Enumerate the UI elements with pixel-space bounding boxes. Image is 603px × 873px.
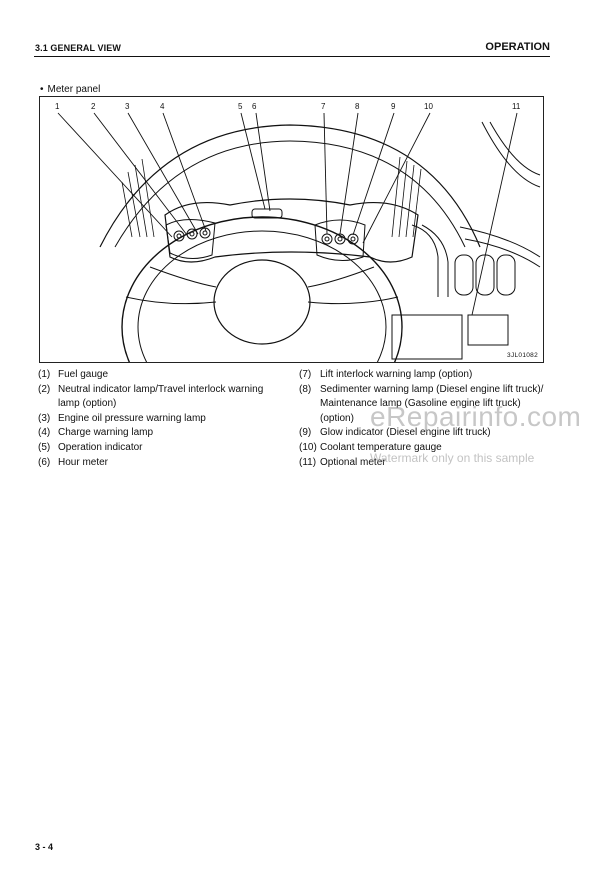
section-label: •Meter panel	[40, 84, 100, 95]
caption-item: (8) Sedimenter warning lamp (Diesel engi…	[299, 383, 559, 427]
caption-text: Glow indicator (Diesel engine lift truck…	[320, 427, 491, 439]
section-title: Meter panel	[47, 84, 101, 95]
caption-text: Charge warning lamp	[58, 427, 154, 439]
figure-code: 3JL01082	[507, 352, 538, 359]
page-number: 3 - 4	[35, 842, 54, 852]
captions-right: (7) Lift interlock warning lamp (option)…	[299, 368, 559, 470]
caption-number: (5)	[38, 441, 51, 453]
callout-5: 5	[238, 102, 243, 111]
callout-2: 2	[91, 102, 96, 111]
captions-left: (1) Fuel gauge (2) Neutral indicator lam…	[38, 368, 288, 470]
section-heading: 3.1 GENERAL VIEW	[35, 43, 121, 53]
callout-6: 6	[252, 102, 257, 111]
leader-lines	[57, 112, 518, 316]
caption-text: Neutral indicator lamp/Travel interlock …	[58, 383, 264, 410]
watermark: eRepairinfo.com	[370, 401, 582, 432]
caption-item: (10) Coolant temperature gauge	[299, 441, 559, 456]
caption-item: (2) Neutral indicator lamp/Travel interl…	[38, 383, 288, 412]
caption-number: (9)	[299, 427, 312, 439]
steering-wheel	[121, 216, 403, 362]
meter-panel-figure: 1 2 3 4 5 6 7 8 9 10 11 3JL01082	[39, 96, 544, 363]
caption-number: (8)	[299, 383, 312, 395]
caption-item: (9) Glow indicator (Diesel engine lift t…	[299, 426, 559, 441]
callout-8: 8	[355, 102, 360, 111]
chapter-heading: OPERATION	[485, 41, 550, 53]
caption-number: (6)	[38, 456, 51, 468]
left-cowl-hatch	[121, 158, 155, 238]
caption-text: Optional meter	[320, 456, 386, 468]
caption-item: (6) Hour meter	[38, 456, 288, 471]
caption-text: Fuel gauge	[58, 369, 109, 380]
caption-text: Coolant temperature gauge	[320, 441, 442, 453]
bullet-icon: •	[40, 84, 44, 95]
caption-item: (1) Fuel gauge	[38, 368, 288, 383]
caption-text: Operation indicator	[58, 441, 143, 453]
caption-number: (1)	[38, 369, 51, 380]
caption-number: (4)	[38, 427, 51, 439]
caption-text: Lift interlock warning lamp (option)	[320, 369, 473, 380]
caption-item: (4) Charge warning lamp	[38, 426, 288, 441]
caption-text: Hour meter	[58, 456, 109, 468]
meter-panel-drawing: 1 2 3 4 5 6 7 8 9 10 11	[55, 102, 541, 362]
callout-7: 7	[321, 102, 326, 111]
caption-number: (2)	[38, 383, 51, 395]
caption-text: Sedimenter warning lamp (Diesel engine l…	[320, 383, 544, 424]
caption-item: (3) Engine oil pressure warning lamp	[38, 412, 288, 427]
caption-item: (11) Optional meter	[299, 456, 559, 471]
callout-11: 11	[512, 102, 521, 111]
caption-number: (10)	[299, 441, 317, 453]
caption-item: (7) Lift interlock warning lamp (option)	[299, 368, 559, 383]
caption-number: (3)	[38, 412, 51, 424]
header-rule	[34, 56, 550, 57]
callout-1: 1	[55, 102, 60, 111]
caption-item: (5) Operation indicator	[38, 441, 288, 456]
callout-10: 10	[424, 102, 433, 111]
callout-9: 9	[391, 102, 396, 111]
callout-3: 3	[125, 102, 130, 111]
caption-number: (11)	[299, 456, 317, 468]
caption-number: (7)	[299, 369, 312, 380]
callout-4: 4	[160, 102, 165, 111]
watermark-subtitle: Watermark only on this sample	[370, 451, 535, 465]
caption-text: Engine oil pressure warning lamp	[58, 412, 206, 424]
